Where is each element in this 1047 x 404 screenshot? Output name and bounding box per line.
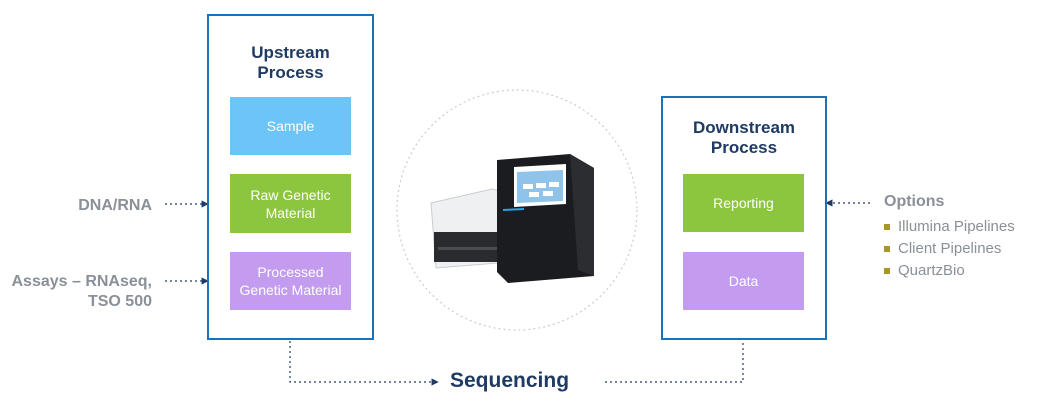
upstream-title: Upstream Process <box>209 43 372 83</box>
step-processed-genetic-material: Processed Genetic Material <box>230 252 351 310</box>
step-data: Data <box>683 252 804 310</box>
sequencer-circle <box>396 89 638 331</box>
step-reporting: Reporting <box>683 174 804 232</box>
option-label: Illumina Pipelines <box>898 218 1015 235</box>
sequencing-to-data-arrow <box>605 311 747 383</box>
upstream-title-line2: Process <box>257 63 324 82</box>
downstream-title-line1: Downstream <box>692 118 796 137</box>
bullet-icon <box>884 268 890 274</box>
option-item: QuartzBio <box>884 260 1015 282</box>
dna-rna-label: DNA/RNA <box>78 197 152 214</box>
processed-to-sequencing-arrow <box>289 311 439 386</box>
downstream-title-line2: Process <box>710 138 778 157</box>
upstream-title-line1: Upstream <box>251 43 330 62</box>
option-label: Client Pipelines <box>898 240 1002 257</box>
sequencing-label: Sequencing <box>450 369 570 392</box>
option-item: Client Pipelines <box>884 238 1015 260</box>
assays-label: Assays – RNAseq, TSO 500 <box>0 272 152 312</box>
step-sample: Sample <box>230 97 351 155</box>
options-list: Illumina Pipelines Client Pipelines Quar… <box>884 216 1015 282</box>
downstream-title: Downstream Process <box>663 118 825 158</box>
options-title: Options <box>884 193 945 210</box>
assays-label-line1: Assays – RNAseq, <box>11 273 152 290</box>
sequencer-light-strip <box>502 208 525 211</box>
sequencer-illustration <box>396 89 638 331</box>
bullet-icon <box>884 224 890 230</box>
assays-label-line2: TSO 500 <box>87 293 152 310</box>
bullet-icon <box>884 246 890 252</box>
step-raw-genetic-material: Raw Genetic Material <box>230 174 351 233</box>
option-label: QuartzBio <box>898 262 965 279</box>
option-item: Illumina Pipelines <box>884 216 1015 238</box>
